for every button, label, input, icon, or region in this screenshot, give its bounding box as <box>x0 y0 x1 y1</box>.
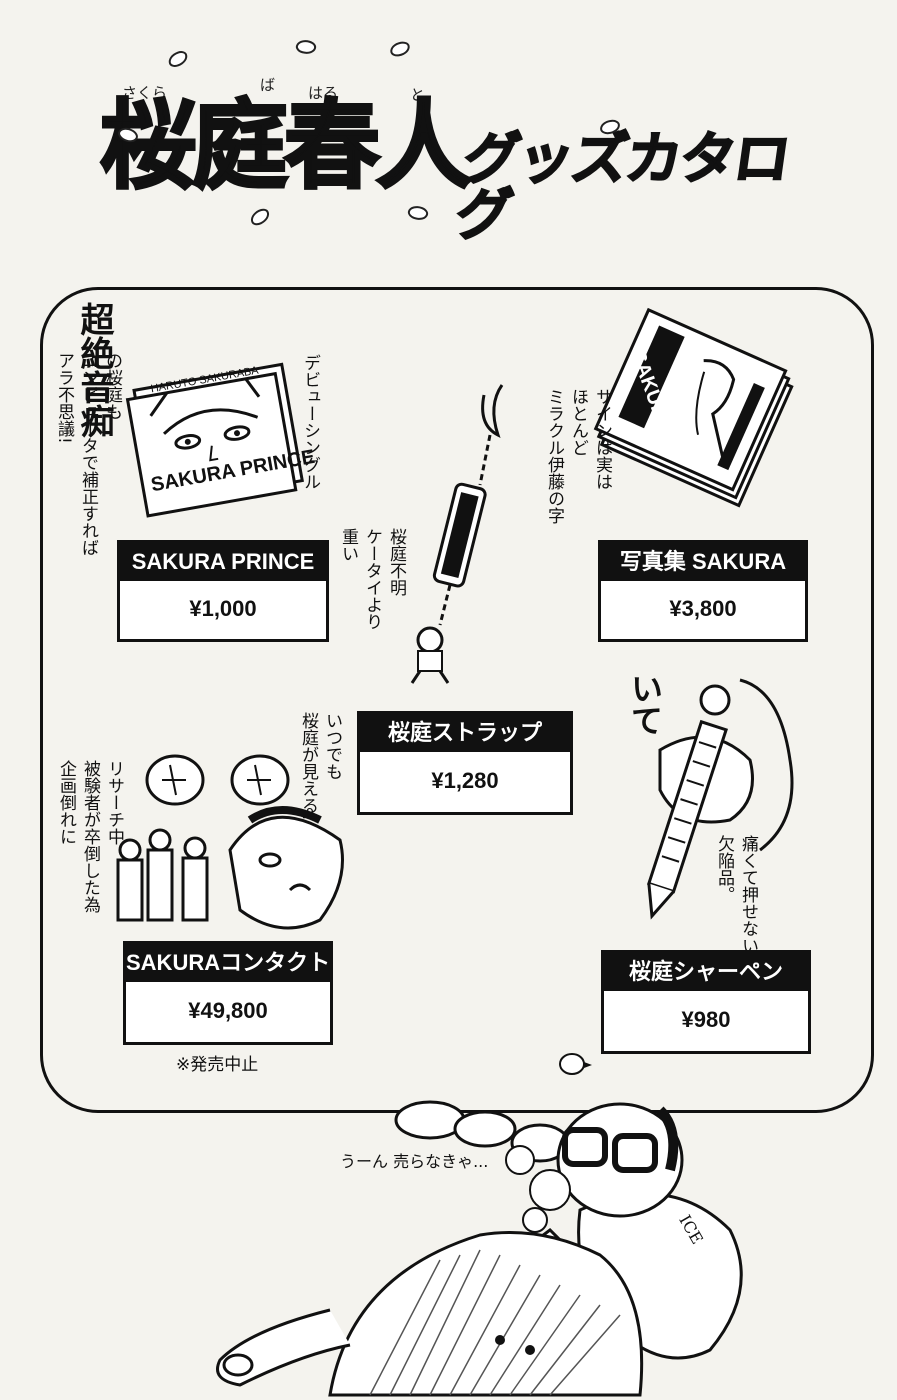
price-tag-sakura-prince: SAKURA PRINCE ¥1,000 <box>117 540 329 642</box>
price-tag-strap: 桜庭ストラップ ¥1,280 <box>357 711 573 815</box>
item-price: ¥1,000 <box>189 596 257 621</box>
item-price: ¥49,800 <box>188 998 268 1023</box>
strap-illustration <box>410 384 504 684</box>
item-label: 桜庭シャーペン <box>604 953 808 991</box>
title-ruby-to: と <box>410 86 426 104</box>
cd-illustration <box>125 362 304 518</box>
item-label: SAKURAコンタクト <box>126 944 330 982</box>
cd-note-big: 超絶音痴 <box>74 302 114 438</box>
photobook-note: サインは実は ほとんど ミラクル伊藤の字 <box>544 388 612 524</box>
item-label: 桜庭ストラップ <box>360 714 570 752</box>
price-tag-photobook: 写真集 SAKURA ¥3,800 <box>598 540 808 642</box>
title-suffix-text: グッズカタログ <box>451 126 794 249</box>
price-tag-pencil: 桜庭シャーペン ¥980 <box>601 950 811 1054</box>
petal-decoration <box>166 49 190 69</box>
item-price: ¥980 <box>681 1007 731 1032</box>
title-main-text: 桜庭春人 <box>99 90 474 202</box>
petal-decoration <box>294 37 318 57</box>
contact-lens-illustration <box>116 754 344 930</box>
item-label: 写真集 SAKURA <box>601 543 805 581</box>
title-ruby-sakura: さくら <box>122 84 168 102</box>
pencil-note: 痛くて押せない 欠陥品。 <box>714 835 758 954</box>
sleeping-man-illustration <box>216 1053 743 1397</box>
item-label: SAKURA PRINCE <box>120 543 326 581</box>
cd-side-note: デビューシングル <box>300 354 320 490</box>
mumble-text: うーん 売らなきゃ... <box>340 1152 489 1171</box>
item-price: ¥1,280 <box>431 768 499 793</box>
cd-note: の桜庭も コンピュータで補正すれば アラ不思議! <box>54 352 122 556</box>
item-price: ¥3,800 <box>669 596 737 621</box>
title-ruby-ba: ば <box>260 76 276 94</box>
catalog-title: さくら ば はる と 桜庭春人 グッズカタログ <box>99 70 794 249</box>
photobook-illustration <box>593 307 794 508</box>
petal-decoration <box>388 40 412 58</box>
contact-note-left: リサーチ中 被験者が卒倒した為 企画倒れに <box>56 760 124 913</box>
title-ruby-haru: はる <box>308 84 339 102</box>
pencil-sfx: いて <box>626 672 664 736</box>
strap-note: 桜庭不明 ケータイより 重い <box>338 528 406 630</box>
pencil-illustration <box>646 678 794 920</box>
contact-note-right: いつでも 桜庭が見える! <box>298 712 342 821</box>
price-tag-contact: SAKURAコンタクト ¥49,800 <box>123 941 333 1045</box>
contact-footnote: ※発売中止 <box>176 1055 259 1075</box>
